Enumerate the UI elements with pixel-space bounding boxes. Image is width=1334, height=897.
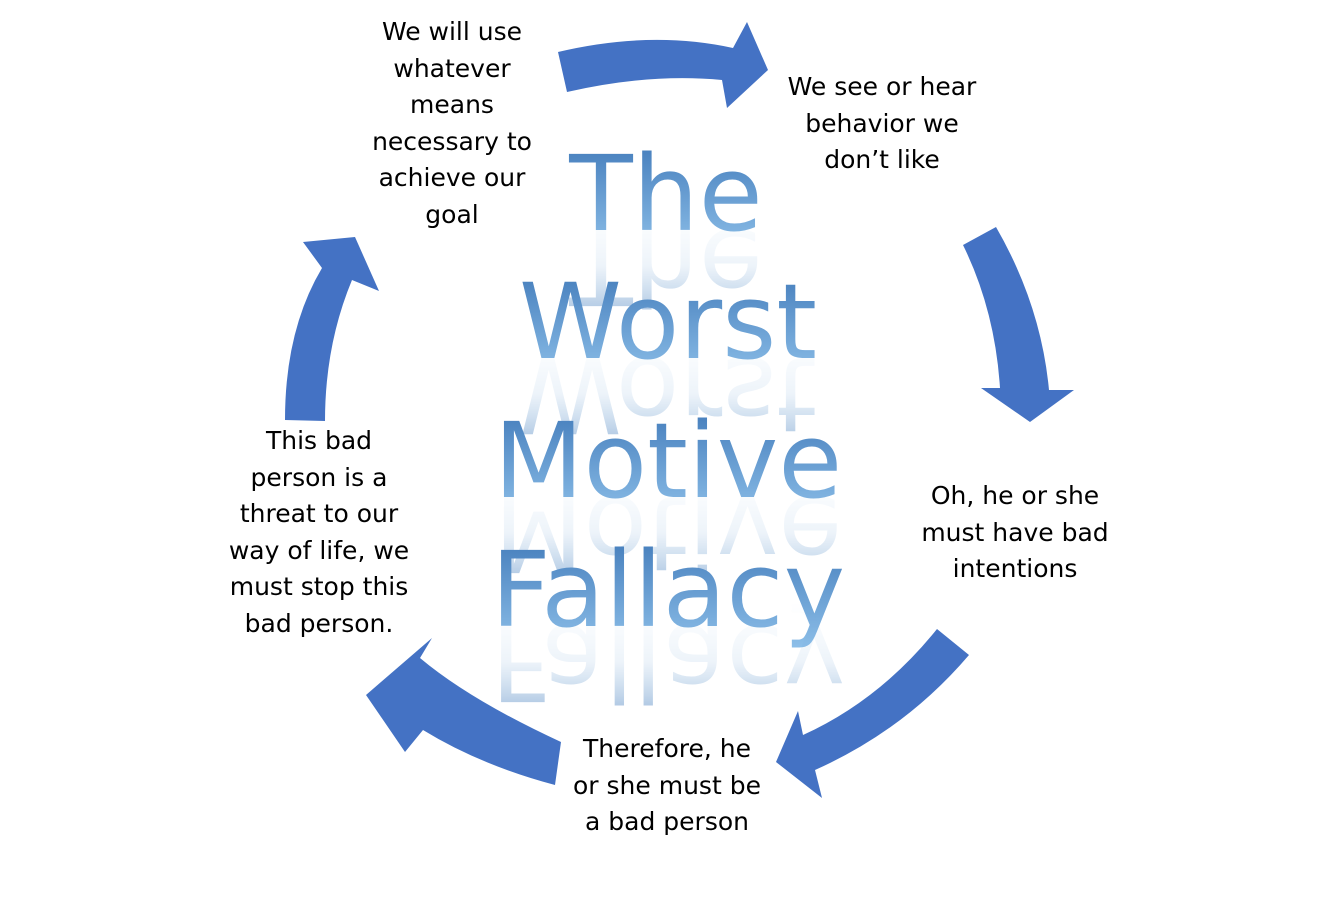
step-line: Oh, he or she xyxy=(930,481,1100,510)
title-line-4: Fallacy xyxy=(491,529,845,651)
title-line-1-reflection: The xyxy=(568,205,762,327)
step-line: a bad person xyxy=(585,807,749,837)
step-line: This bad xyxy=(265,426,373,455)
step-line: goal xyxy=(425,199,479,229)
title-line-3-reflection: Motive xyxy=(494,472,843,594)
step-line: must have bad xyxy=(921,517,1109,547)
step-bad-person: Therefore, he or she must be a bad perso… xyxy=(552,731,782,841)
step-line: bad person. xyxy=(244,608,394,638)
step-line: or she must be xyxy=(573,770,761,800)
step-line: must stop this xyxy=(229,572,409,602)
cycle-arrows xyxy=(285,22,1074,798)
step-line: We see or hear xyxy=(787,72,977,101)
arrow-see-behavior-to-bad-intentions xyxy=(963,227,1074,422)
title-line-3: Motive xyxy=(494,400,843,522)
step-line: intentions xyxy=(952,554,1078,584)
diagram-title: The The Worst Worst Motive Motive Fallac… xyxy=(491,133,845,723)
arrow-bad-person-to-threat xyxy=(366,638,561,785)
step-line: Therefore, he xyxy=(583,734,751,763)
step-line: whatever xyxy=(393,53,511,83)
title-line-2-reflection: Worst xyxy=(519,333,817,455)
title-line-1: The xyxy=(568,133,762,255)
step-line: way of life, we xyxy=(228,535,410,565)
step-line: person is a xyxy=(250,462,388,492)
step-line: necessary to xyxy=(372,126,532,156)
title-line-2: Worst xyxy=(519,261,817,383)
arrow-bad-intentions-to-bad-person xyxy=(776,629,969,798)
step-any-means: We will use whatever means necessary to … xyxy=(352,14,552,234)
step-line: means xyxy=(410,90,494,120)
step-line: behavior we xyxy=(805,108,959,138)
step-line: achieve our xyxy=(378,163,526,193)
step-line: don’t like xyxy=(824,145,940,175)
arrow-goal-to-see-behavior xyxy=(558,22,768,108)
title-line-4-reflection: Fallacy xyxy=(491,601,845,723)
step-line: threat to our xyxy=(239,499,399,529)
step-bad-intentions: Oh, he or she must have bad intentions xyxy=(900,478,1130,588)
step-see-behavior: We see or hear behavior we don’t like xyxy=(772,69,992,179)
step-line: We will use xyxy=(381,17,523,46)
arrow-threat-to-goal xyxy=(285,237,379,421)
step-threat: This bad person is a threat to our way o… xyxy=(204,423,434,643)
